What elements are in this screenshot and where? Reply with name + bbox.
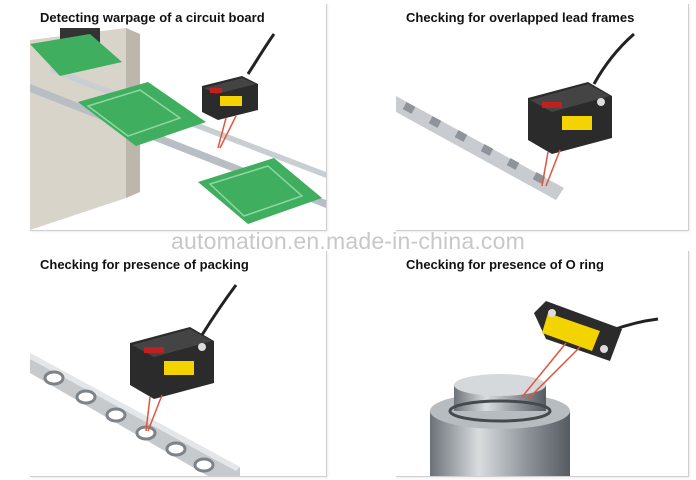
sensor-cable: [592, 32, 635, 85]
pcb-board: [198, 158, 322, 224]
laser-sensor: [130, 327, 214, 399]
panel-circuit-board-warpage: Detecting warpage of a circuit board: [30, 4, 327, 231]
packing-illustration: [30, 284, 240, 476]
lead-frame-illustration: [396, 32, 635, 200]
panel-presence-of-packing: Checking for presence of packing: [30, 251, 327, 477]
o-ring-illustration: [430, 301, 659, 476]
sensor-cable: [246, 33, 276, 75]
watermark: automation.en.made-in-china.com: [171, 228, 525, 254]
laser-sensor: [528, 82, 612, 154]
packing-rings: [43, 370, 215, 473]
warning-label: [542, 313, 600, 351]
o-ring: [448, 399, 552, 423]
warning-label: [164, 361, 194, 375]
pcb-board: [30, 34, 122, 76]
pcb-board: [78, 82, 206, 146]
sensor-cable: [200, 284, 238, 336]
wall: [30, 28, 126, 230]
laser-sensor: [202, 76, 258, 120]
warning-label: [562, 116, 592, 130]
panel-title: Checking for presence of packing: [40, 257, 249, 272]
panel-title: Checking for overlapped lead frames: [406, 10, 635, 25]
panel-title: Checking for presence of O ring: [406, 257, 604, 272]
laser-beam: [541, 151, 549, 187]
cylinder-part: [430, 374, 570, 476]
laser-beam: [217, 117, 227, 149]
laser-sensor: [534, 301, 622, 361]
panel-presence-of-o-ring: Checking for presence of O ring: [396, 251, 689, 477]
circuit-board-illustration: [30, 28, 326, 230]
panel-overlapped-lead-frames: Checking for overlapped lead frames: [396, 4, 689, 231]
laser-beam: [145, 396, 151, 432]
panel-title: Detecting warpage of a circuit board: [40, 10, 265, 25]
laser-beam: [521, 342, 567, 398]
warning-label: [220, 96, 242, 106]
